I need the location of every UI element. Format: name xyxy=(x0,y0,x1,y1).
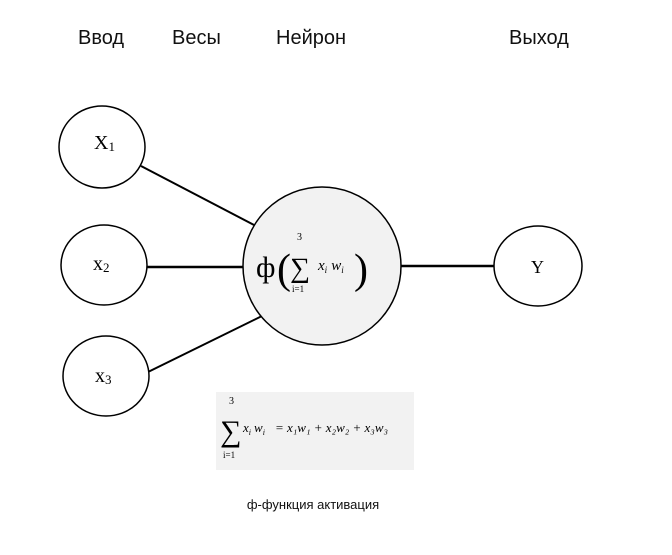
input-node-x1 xyxy=(58,105,146,189)
output-label: Y xyxy=(531,257,544,277)
formula-box xyxy=(216,392,414,470)
input-node-x2 xyxy=(60,224,148,306)
header-weights: Весы xyxy=(172,27,221,49)
header-output: Выход xyxy=(509,27,569,49)
connection-x1 xyxy=(140,165,257,227)
activation-phi: ф xyxy=(256,251,275,284)
formula-sigma: ∑ xyxy=(220,415,241,448)
activation-caption: ф-функция активация xyxy=(246,497,380,512)
neuron-open-paren: ( xyxy=(277,247,291,293)
header-input: Ввод xyxy=(78,27,125,49)
formula-rhs: = x₁w₁ + x₂w₂ + x₃w₃ xyxy=(275,420,388,435)
input-label-x2: x2 xyxy=(93,253,110,275)
neuron-sum-upper: 3 xyxy=(297,232,302,243)
neuron-node xyxy=(242,186,402,346)
input-node-x3 xyxy=(62,335,150,417)
input-label-x1: X1 xyxy=(94,132,115,154)
input-label-x3: x3 xyxy=(95,365,112,387)
header-neuron: Нейрон xyxy=(276,27,347,49)
output-node xyxy=(493,225,583,307)
neuron-sigma: ∑ xyxy=(290,253,310,284)
formula-sum-lower: i=1 xyxy=(223,450,235,460)
formula-sum-upper: 3 xyxy=(229,396,234,407)
neuron-close-paren: ) xyxy=(354,247,368,293)
neuron-sum-lower: i=1 xyxy=(292,284,304,294)
connection-x3 xyxy=(147,315,263,373)
